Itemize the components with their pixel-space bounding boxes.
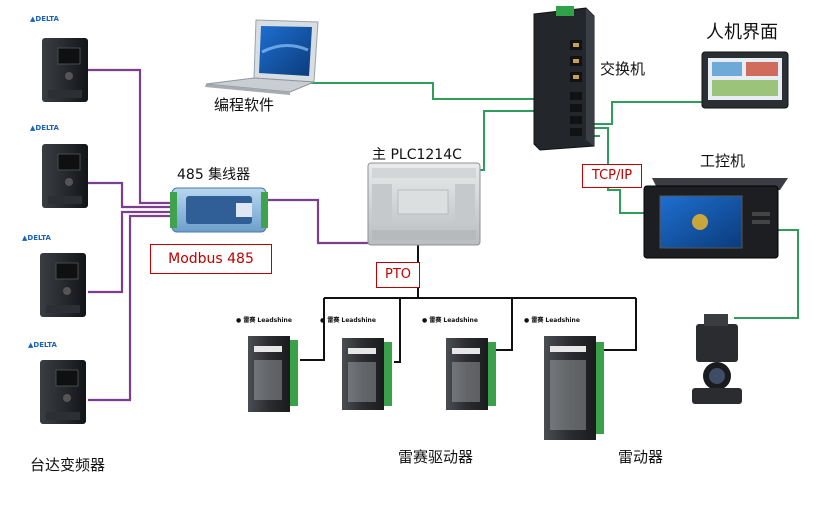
vfd-label: 台达变频器 <box>30 456 106 474</box>
ethernet-line-ipc-camera <box>734 229 799 319</box>
svg-text:● 雷赛 Leadshine: ● 雷赛 Leadshine <box>236 316 292 324</box>
servo-drivers-label: 雷赛驱动器 <box>398 448 474 466</box>
pto-line-drv-1 <box>300 298 325 361</box>
servo-driver-3: ● 雷赛 Leadshine <box>422 316 496 410</box>
svg-text:▲DELTA: ▲DELTA <box>22 234 52 242</box>
rs485-line-vfd-1 <box>88 68 175 205</box>
pto-wiring <box>300 244 637 363</box>
rs485-wiring <box>88 68 372 402</box>
servo-driver-2: ● 雷赛 Leadshine <box>320 316 392 410</box>
servo-driver-4: ● 雷赛 Leadshine <box>524 316 604 440</box>
rs485-line-vfd-3 <box>88 210 175 294</box>
plc-device <box>367 162 481 246</box>
vfd-4: ▲DELTA <box>28 341 86 424</box>
svg-text:● 雷赛 Leadshine: ● 雷赛 Leadshine <box>422 316 478 324</box>
modbus-callout: Modbus 485 <box>150 244 272 274</box>
pto-line-drv-3 <box>496 298 513 351</box>
svg-text:▲DELTA: ▲DELTA <box>30 124 60 132</box>
hmi-device <box>701 51 789 109</box>
pto-line-drv-2 <box>394 298 401 363</box>
vfd-3: ▲DELTA <box>22 234 86 317</box>
rs485-line-vfd-2 <box>88 181 175 209</box>
vfd-1: ▲DELTA <box>30 15 88 102</box>
pto-callout: PTO <box>376 262 420 288</box>
hmi-label: 人机界面 <box>706 22 778 43</box>
pto-line-drv-4 <box>602 298 637 351</box>
rs485-line-hub-plc <box>265 198 372 245</box>
ethernet-line-switch-ipc <box>588 127 650 214</box>
laptop-device <box>205 19 319 95</box>
rs485-hub-device <box>170 187 268 233</box>
ethernet-wiring <box>290 82 799 319</box>
switch-device <box>533 6 595 151</box>
plc-label: 主 PLC1214C <box>372 147 462 163</box>
switch-label: 交换机 <box>600 60 646 78</box>
ethernet-line-hmi-switch <box>588 101 712 125</box>
ethernet-line-plc-switch <box>478 110 565 171</box>
svg-text:▲DELTA: ▲DELTA <box>30 15 60 23</box>
servo-motor-label: 雷动器 <box>618 448 664 466</box>
rs485-line-vfd-4 <box>88 214 175 402</box>
vfd-2: ▲DELTA <box>30 124 88 208</box>
servo-driver-1: ● 雷赛 Leadshine <box>236 316 298 412</box>
svg-text:● 雷赛 Leadshine: ● 雷赛 Leadshine <box>524 316 580 324</box>
industrial-pc-label: 工控机 <box>700 152 746 170</box>
camera-device <box>692 314 742 404</box>
programming-software-label: 编程软件 <box>214 96 275 114</box>
tcpip-callout: TCP/IP <box>582 164 642 188</box>
industrial-pc-device <box>643 178 788 259</box>
rs485-hub-label: 485 集线器 <box>177 167 251 183</box>
svg-text:▲DELTA: ▲DELTA <box>28 341 58 349</box>
ethernet-line-laptop-switch <box>290 82 565 100</box>
svg-text:● 雷赛 Leadshine: ● 雷赛 Leadshine <box>320 316 376 324</box>
